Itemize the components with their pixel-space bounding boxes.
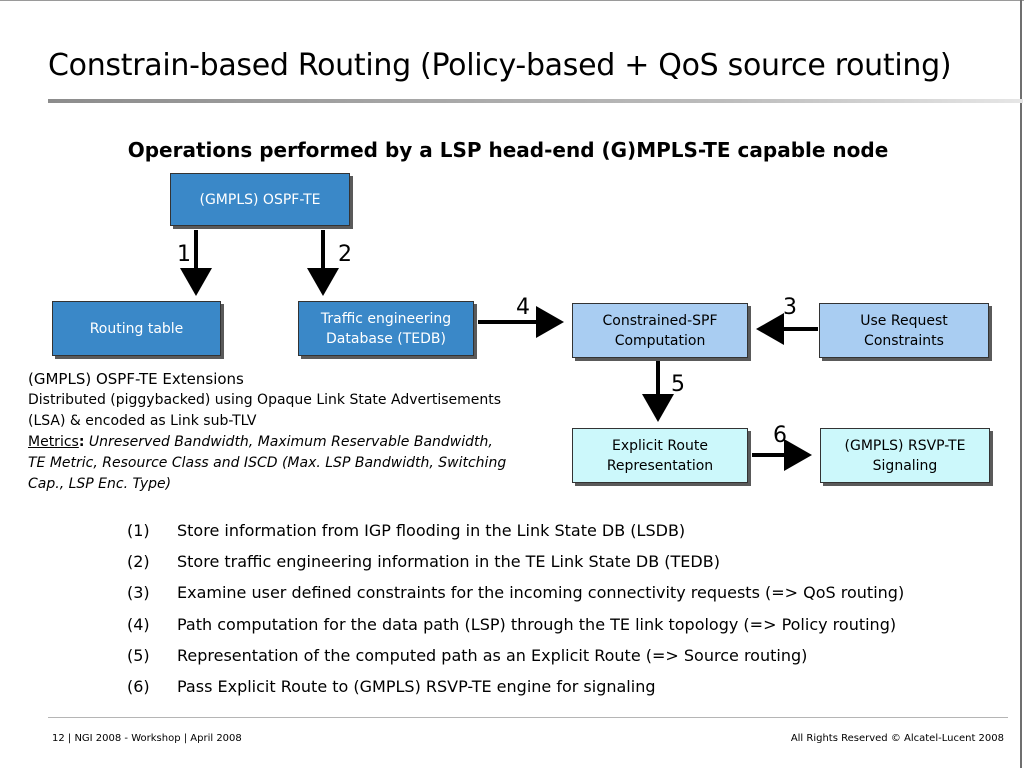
metrics-label: Metrics: [28, 434, 79, 450]
explicit-route-box: Explicit Route Representation: [572, 428, 748, 483]
metrics-text: Unreserved Bandwidth, Maximum Reservable…: [28, 434, 507, 492]
user-request-box: Use Request Constraints: [819, 303, 989, 358]
steps-list: (1) Store information from IGP flooding i…: [127, 521, 904, 708]
list-item: (5) Representation of the computed path a…: [127, 646, 904, 677]
routing-table-box: Routing table: [52, 301, 221, 356]
footer-copyright: All Rights Reserved © Alcatel-Lucent 200…: [790, 733, 1004, 744]
step-text: Examine user defined constraints for the…: [177, 583, 905, 603]
title-underline: [48, 99, 1023, 103]
step-number: (4): [127, 614, 150, 634]
step-text: Pass Explicit Route to (GMPLS) RSVP-TE e…: [177, 676, 656, 696]
list-item: (2) Store traffic engineering information…: [127, 552, 904, 583]
step-number: (6): [127, 676, 150, 696]
right-border: [1020, 0, 1022, 768]
arrow-label-1: 1: [177, 242, 191, 267]
arrow-label-5: 5: [671, 372, 685, 397]
ospf-te-extensions: (GMPLS) OSPF-TE Extensions Distributed (…: [28, 369, 508, 495]
cspf-label: Constrained-SPF Computation: [602, 312, 718, 349]
ospf-te-label: (GMPLS) OSPF-TE: [199, 191, 321, 208]
list-item: (1) Store information from IGP flooding i…: [127, 521, 904, 552]
rsvp-te-label: (GMPLS) RSVP-TE Signaling: [844, 437, 966, 474]
extensions-metrics: Metrics: Unreserved Bandwidth, Maximum R…: [28, 432, 508, 495]
footer-left: 12 | NGI 2008 - Workshop | April 2008: [52, 733, 242, 744]
list-item: (4) Path computation for the data path (L…: [127, 615, 904, 646]
arrow-label-3: 3: [783, 295, 797, 320]
metrics-separator: :: [78, 434, 85, 450]
tedb-label: Traffic engineering Database (TEDB): [320, 310, 452, 347]
arrow-label-2: 2: [338, 242, 352, 267]
top-border: [0, 0, 1024, 1]
footer-divider: [48, 717, 1008, 718]
explicit-route-label: Explicit Route Representation: [606, 437, 714, 474]
rsvp-te-box: (GMPLS) RSVP-TE Signaling: [820, 428, 990, 483]
step-text: Representation of the computed path as a…: [177, 645, 808, 665]
step-number: (3): [127, 583, 150, 603]
diagram-subtitle: Operations performed by a LSP head-end (…: [127, 138, 889, 162]
arrow-label-4: 4: [516, 295, 530, 320]
step-text: Store traffic engineering information in…: [177, 552, 720, 572]
arrow-label-6: 6: [773, 423, 787, 448]
list-item: (3) Examine user defined constraints for …: [127, 583, 904, 614]
ospf-te-box: (GMPLS) OSPF-TE: [170, 173, 350, 226]
extensions-text: Distributed (piggybacked) using Opaque L…: [28, 392, 502, 429]
step-number: (2): [127, 552, 150, 572]
list-item: (6) Pass Explicit Route to (GMPLS) RSVP-T…: [127, 677, 904, 708]
cspf-box: Constrained-SPF Computation: [572, 303, 748, 358]
user-request-label: Use Request Constraints: [860, 312, 948, 349]
step-number: (1): [127, 521, 150, 540]
step-number: (5): [127, 645, 150, 665]
step-text: Path computation for the data path (LSP)…: [177, 614, 897, 634]
routing-table-label: Routing table: [89, 320, 184, 337]
slide-title: Constrain-based Routing (Policy-based + …: [48, 48, 952, 83]
extensions-heading: (GMPLS) OSPF-TE Extensions: [28, 370, 244, 388]
step-text: Store information from IGP flooding in t…: [177, 521, 686, 540]
tedb-box: Traffic engineering Database (TEDB): [298, 301, 474, 356]
